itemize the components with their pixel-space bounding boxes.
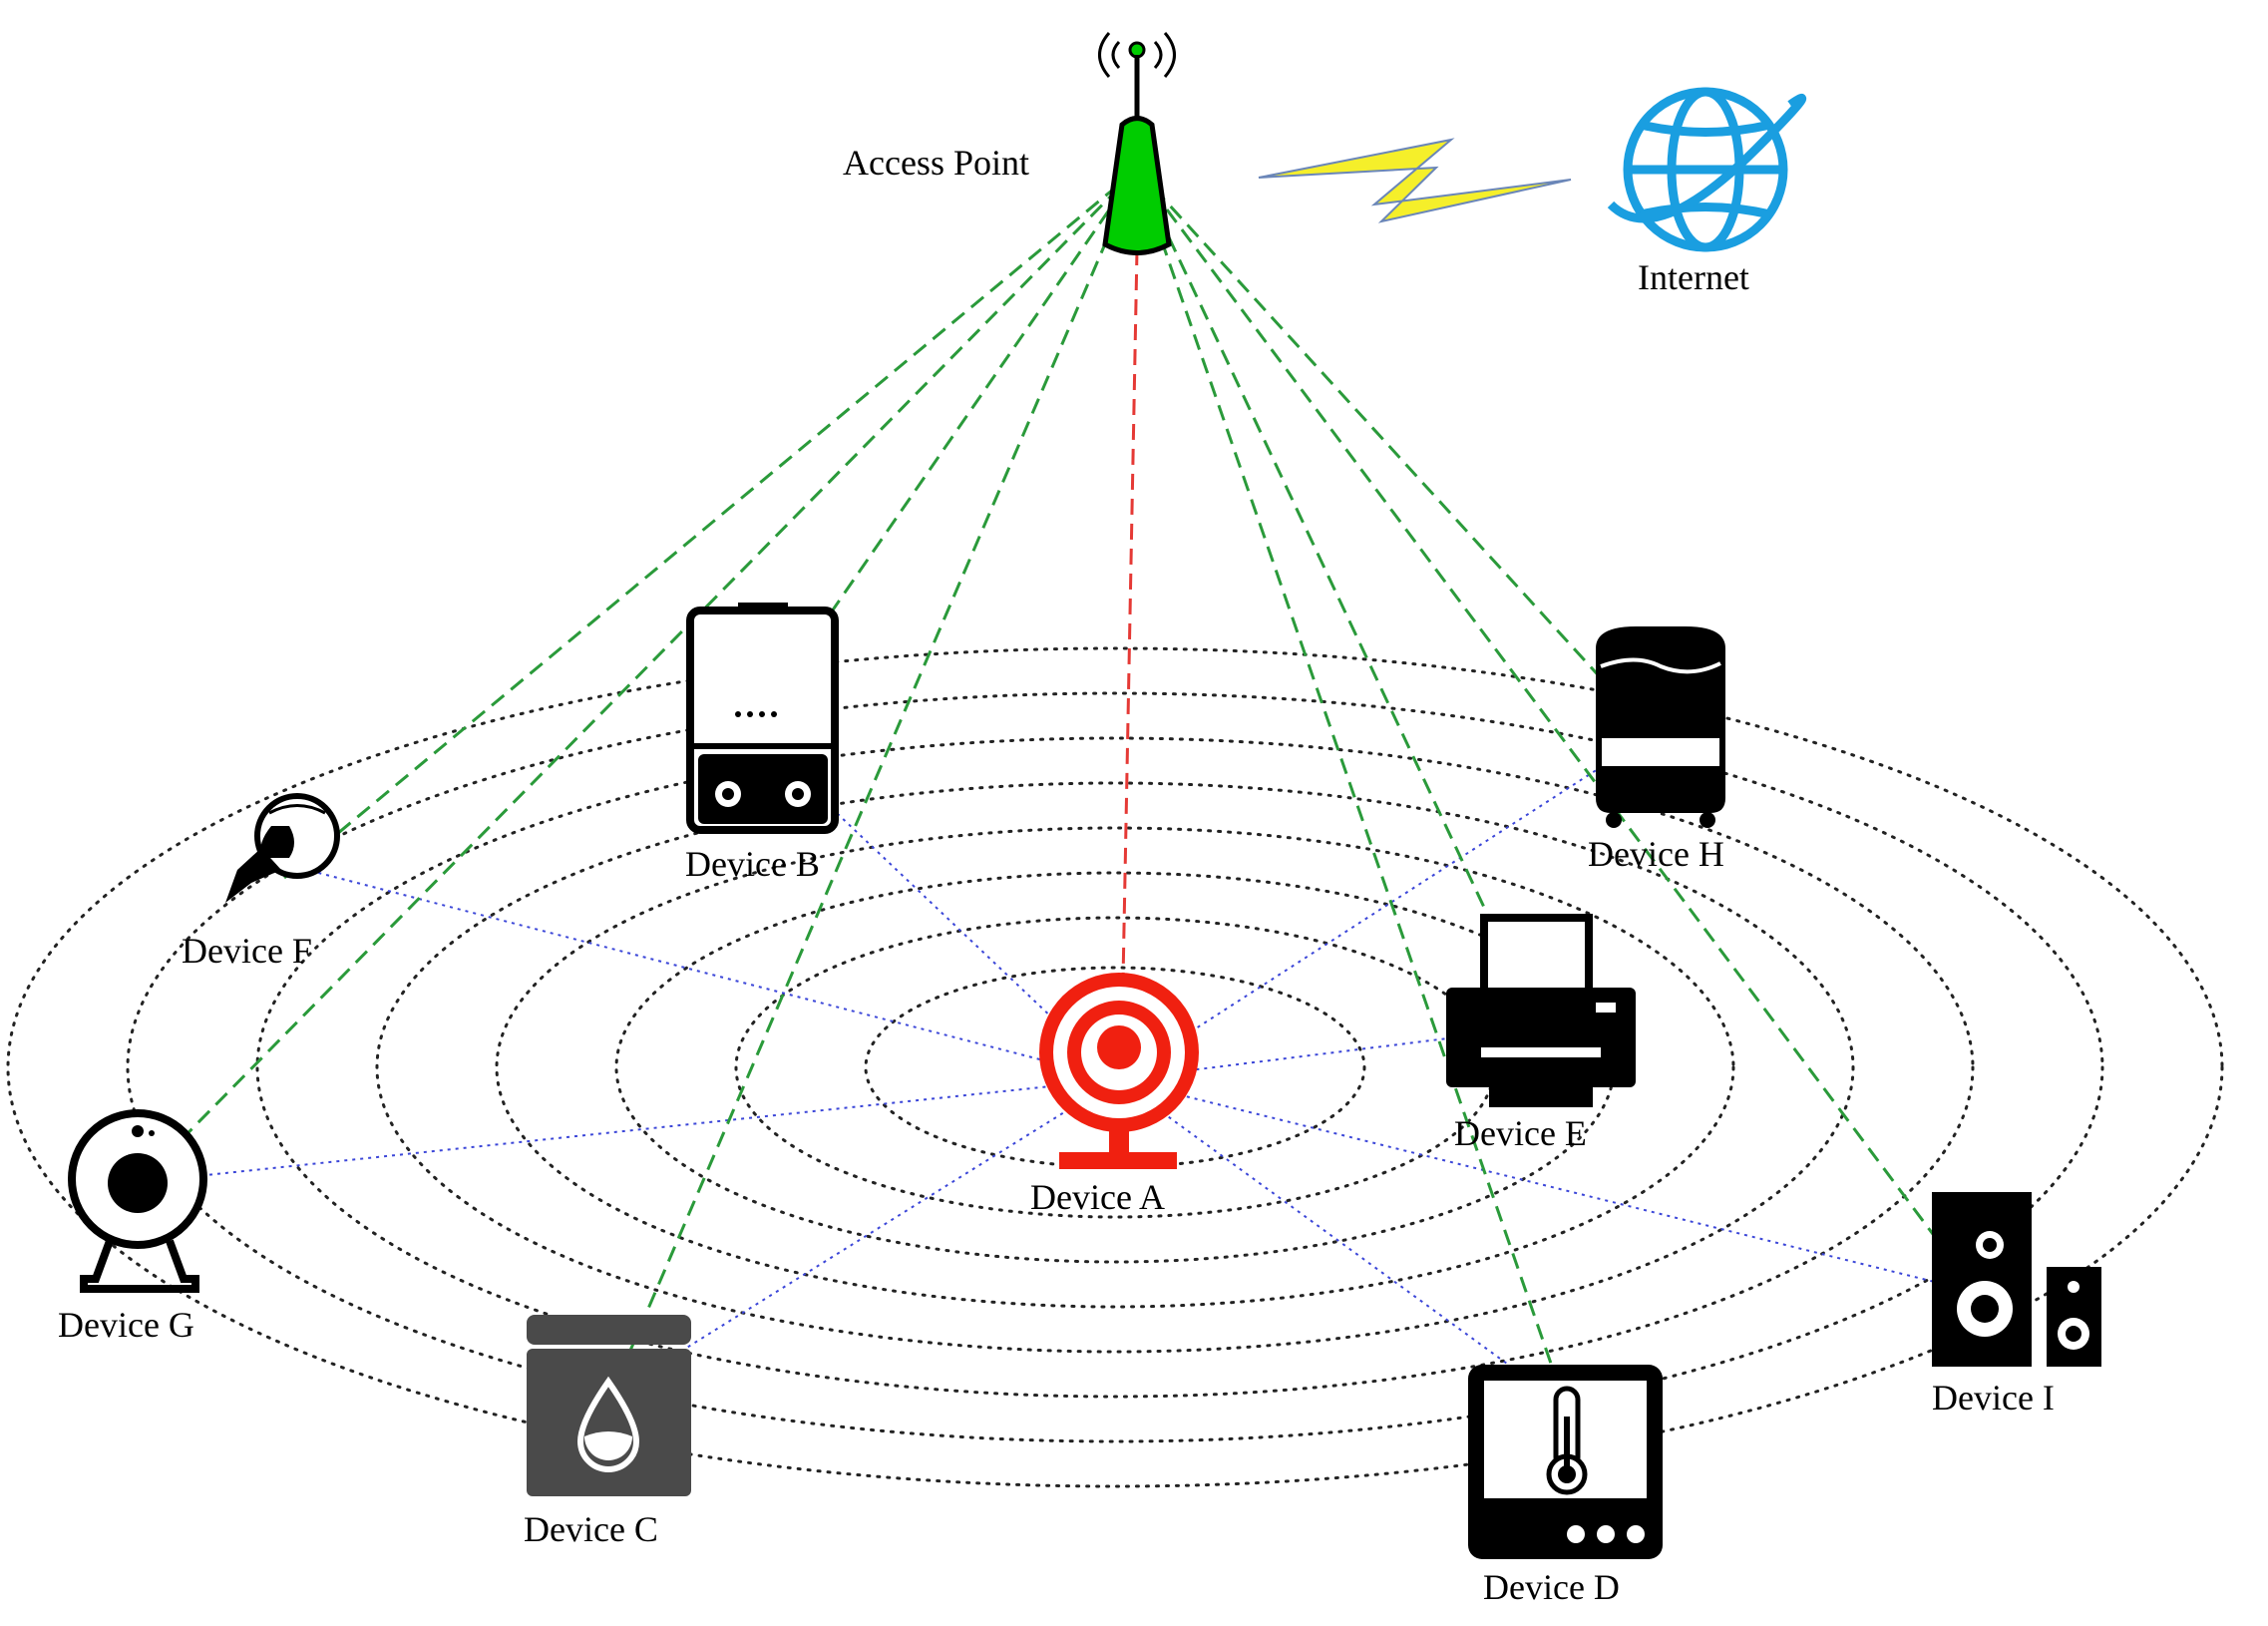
device-d-label: Device D <box>1483 1567 1620 1607</box>
mesh-link-a-g <box>139 1078 1118 1183</box>
device-g: Device G <box>58 1109 207 1345</box>
lightning-icon <box>1258 138 1572 223</box>
air-purifier-icon <box>686 603 839 834</box>
wifi-signal-icon <box>1098 32 1176 78</box>
device-f-label: Device F <box>182 931 312 971</box>
device-c: Device C <box>524 1315 691 1549</box>
webcam-icon <box>1039 973 1199 1169</box>
access-point: Access Point <box>843 32 1176 255</box>
device-h-label: Device H <box>1588 834 1724 874</box>
internet-label: Internet <box>1638 257 1749 297</box>
speaker-icon <box>1932 1192 2101 1367</box>
device-i: Device I <box>1932 1192 2101 1418</box>
device-f: Device F <box>182 793 340 971</box>
security-camera-icon <box>68 1109 207 1293</box>
ap-link-d <box>1135 169 1568 1408</box>
water-heater-icon <box>1596 626 1725 828</box>
thermometer-icon <box>1468 1365 1663 1559</box>
antenna-tip-icon <box>1128 41 1146 59</box>
water-tank-icon <box>527 1315 691 1496</box>
device-c-label: Device C <box>524 1509 658 1549</box>
ap-link-e <box>1135 169 1538 1018</box>
device-g-label: Device G <box>58 1305 194 1345</box>
mesh-link-a-f <box>298 867 1118 1080</box>
ap-link-f <box>283 168 1138 880</box>
ap-link-a <box>1120 248 1139 1033</box>
router-icon <box>1102 116 1172 255</box>
ap-link-h <box>1135 168 1658 740</box>
ap-link-g <box>133 168 1139 1189</box>
mesh-link-a-h <box>1116 737 1647 1080</box>
device-d: Device D <box>1468 1365 1663 1607</box>
device-a: Device A <box>1030 973 1199 1217</box>
device-b-label: Device B <box>685 844 820 884</box>
light-bulb-icon <box>225 793 340 903</box>
device-e-label: Device E <box>1454 1113 1587 1153</box>
internet-globe-icon <box>1607 87 1807 252</box>
ap-link-i <box>1135 169 1982 1298</box>
device-e: Device E <box>1446 914 1636 1153</box>
device-b: Device B <box>685 603 839 884</box>
mesh-link-a-d <box>1116 1078 1567 1408</box>
device-h: Device H <box>1588 626 1725 874</box>
printer-icon <box>1446 914 1636 1107</box>
access-point-label: Access Point <box>843 143 1029 183</box>
device-a-label: Device A <box>1030 1177 1165 1217</box>
device-i-label: Device I <box>1932 1378 2055 1418</box>
mesh-link-a-i <box>1116 1078 1976 1293</box>
